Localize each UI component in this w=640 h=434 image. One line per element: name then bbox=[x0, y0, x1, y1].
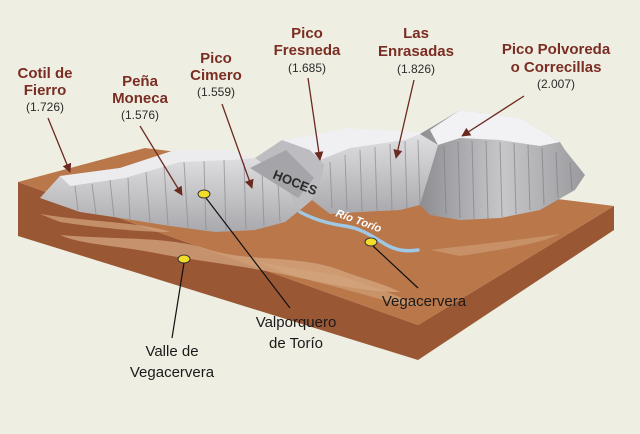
pointer-valporquero bbox=[205, 197, 291, 309]
peak-elevation: (1.576) bbox=[121, 108, 159, 122]
right-ridge-striations bbox=[443, 140, 573, 220]
place-name: Vegacervera bbox=[130, 364, 215, 381]
place-labels: Valle de Vegacervera Valporquero de Torí… bbox=[130, 293, 467, 381]
pointer-vegacervera bbox=[372, 245, 419, 289]
peak-elevation: (1.559) bbox=[197, 85, 235, 99]
place-name: de Torío bbox=[269, 335, 323, 352]
place-name: Vegacervera bbox=[382, 293, 467, 310]
arrow-cotil-de-fierro bbox=[47, 117, 72, 173]
marker-valle-de-vegacervera bbox=[177, 254, 191, 264]
marker-valporquero bbox=[197, 189, 211, 199]
terrain-front-face bbox=[18, 182, 614, 360]
peak-elevation: (1.685) bbox=[288, 61, 326, 75]
place-name: Valle de bbox=[145, 343, 198, 360]
arrow-pico-polvoreda bbox=[461, 95, 525, 137]
arrow-pico-fresneda bbox=[307, 77, 324, 161]
peak-arrows bbox=[47, 77, 525, 196]
peak-name: o Correcillas bbox=[511, 59, 602, 76]
pointer-valle-de-vegacervera bbox=[171, 262, 185, 339]
left-ridge-striations bbox=[74, 159, 281, 232]
middle-ridge-striations bbox=[329, 139, 421, 212]
river-torio bbox=[298, 210, 420, 253]
sediment-streak bbox=[40, 214, 170, 232]
left-ridge-top bbox=[60, 150, 255, 186]
peak-name: Fresneda bbox=[274, 42, 341, 59]
sediment-streak bbox=[260, 262, 420, 306]
peak-name: Las bbox=[403, 25, 429, 42]
peak-name: Peña bbox=[122, 73, 159, 90]
peak-name: Enrasadas bbox=[378, 43, 454, 60]
peak-name: Pico Polvoreda bbox=[502, 41, 611, 58]
peak-name: Cotil de bbox=[18, 65, 73, 82]
gorge-wall bbox=[250, 150, 314, 198]
right-ridge-top bbox=[430, 110, 560, 146]
peak-name: Pico bbox=[291, 25, 323, 42]
peak-name: Moneca bbox=[112, 90, 169, 107]
arrow-pena-moneca bbox=[139, 125, 183, 196]
peak-name: Pico bbox=[200, 50, 232, 67]
peak-elevation: (1.726) bbox=[26, 100, 64, 114]
arrow-las-enrasadas bbox=[393, 79, 415, 159]
peak-name: Cimero bbox=[190, 67, 242, 84]
marker-vegacervera bbox=[364, 237, 378, 247]
peak-elevation: (2.007) bbox=[537, 77, 575, 91]
sediment-streak bbox=[430, 234, 560, 256]
arrow-pico-cimero bbox=[221, 103, 254, 189]
peak-elevation: (1.826) bbox=[397, 62, 435, 76]
place-name: Valporquero bbox=[256, 314, 337, 331]
peak-name: Fierro bbox=[24, 82, 67, 99]
peak-labels: Cotil de Fierro (1.726) Peña Moneca (1.5… bbox=[18, 25, 611, 122]
